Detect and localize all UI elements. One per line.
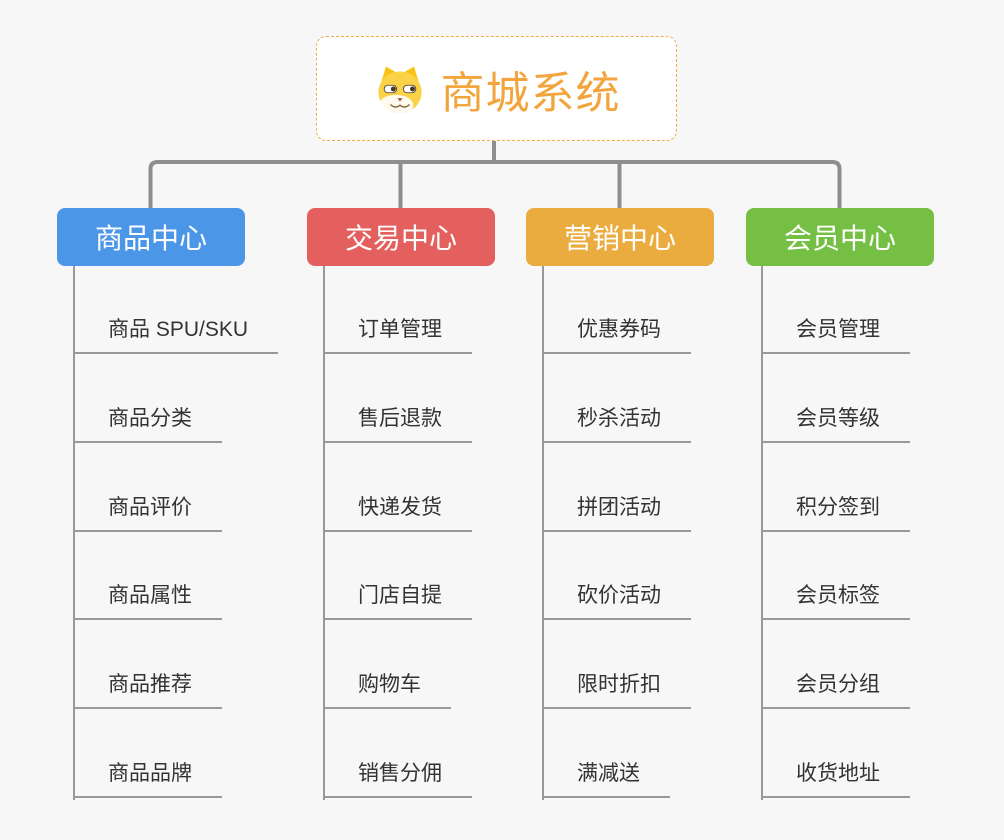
leaf-item[interactable]: 砍价活动 <box>542 532 691 621</box>
branch-items: 优惠券码 秒杀活动 拼团活动 砍价活动 限时折扣 满减送 <box>542 265 691 798</box>
leaf-item[interactable]: 会员等级 <box>761 354 910 443</box>
leaf-item[interactable]: 购物车 <box>323 620 451 710</box>
branch-spine <box>761 266 763 800</box>
leaf-item[interactable]: 订单管理 <box>323 265 472 354</box>
branch-spine <box>542 266 544 800</box>
branch-spine <box>73 266 75 800</box>
branch-node-marketing-center[interactable]: 营销中心 <box>526 208 714 266</box>
branch-label: 商品中心 <box>94 223 207 254</box>
leaf-item[interactable]: 商品评价 <box>73 443 222 532</box>
root-title: 商城系统 <box>440 68 621 118</box>
branch-node-trade-center[interactable]: 交易中心 <box>307 208 495 266</box>
leaf-item[interactable]: 会员标签 <box>761 532 910 621</box>
branch-items: 订单管理 售后退款 快递发货 门店自提 购物车 销售分佣 <box>323 265 472 798</box>
leaf-item[interactable]: 优惠券码 <box>542 265 691 354</box>
leaf-item[interactable]: 商品推荐 <box>73 620 222 710</box>
leaf-item[interactable]: 拼团活动 <box>542 443 691 532</box>
branch-items: 商品 SPU/SKU 商品分类 商品评价 商品属性 商品推荐 商品品牌 <box>73 265 279 798</box>
branch-label: 营销中心 <box>563 223 676 254</box>
leaf-item[interactable]: 秒杀活动 <box>542 354 691 443</box>
branch-label: 交易中心 <box>344 223 457 254</box>
leaf-item[interactable]: 会员管理 <box>761 265 910 354</box>
leaf-item[interactable]: 快递发货 <box>323 443 472 532</box>
leaf-item[interactable]: 商品 SPU/SKU <box>73 265 279 354</box>
branch-node-member-center[interactable]: 会员中心 <box>746 208 934 266</box>
leaf-item[interactable]: 商品分类 <box>73 354 222 443</box>
branch-spine <box>323 266 325 800</box>
leaf-item[interactable]: 售后退款 <box>323 354 472 443</box>
leaf-item[interactable]: 门店自提 <box>323 532 472 621</box>
leaf-item[interactable]: 积分签到 <box>761 443 910 532</box>
leaf-item[interactable]: 限时折扣 <box>542 620 691 710</box>
branch-node-product-center[interactable]: 商品中心 <box>57 208 245 266</box>
leaf-item[interactable]: 会员分组 <box>761 620 910 710</box>
leaf-item[interactable]: 满减送 <box>542 709 670 798</box>
leaf-item[interactable]: 销售分佣 <box>323 709 472 798</box>
branch-label: 会员中心 <box>783 223 896 254</box>
dog-face-icon <box>377 66 422 113</box>
root-node[interactable]: 商城系统 <box>316 36 677 141</box>
leaf-item[interactable]: 收货地址 <box>761 709 910 798</box>
leaf-item[interactable]: 商品品牌 <box>73 709 222 798</box>
leaf-item[interactable]: 商品属性 <box>73 532 222 621</box>
branch-items: 会员管理 会员等级 积分签到 会员标签 会员分组 收货地址 <box>761 265 910 798</box>
